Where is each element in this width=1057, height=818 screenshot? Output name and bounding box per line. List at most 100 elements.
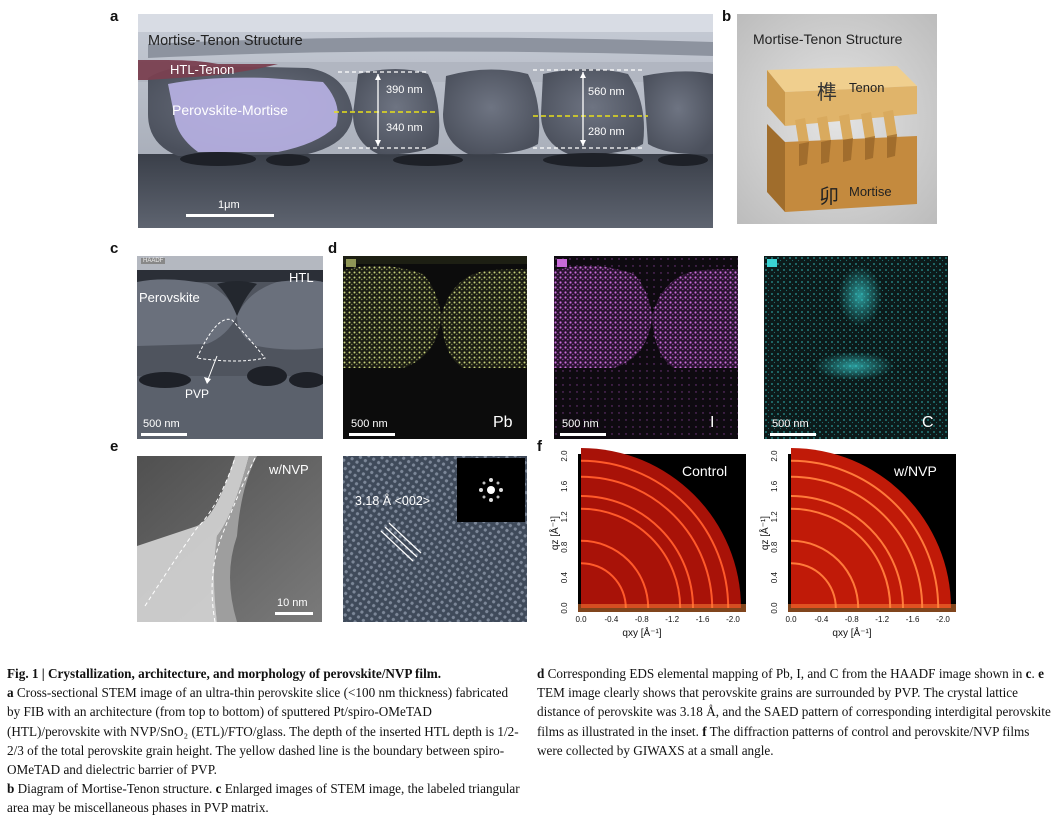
y-tick-label: 2.0 [560,450,569,462]
caption-d-text: Corresponding EDS elemental mapping of P… [547,666,1023,681]
panel-d-map-pb: Pb 500 nm [343,256,527,439]
panel-a-structure-label: Mortise-Tenon Structure [148,33,303,49]
panel-a-measure-340: 340 nm [386,122,423,134]
giwaxs-ring [580,539,650,609]
x-tick-label: 0.0 [785,615,797,624]
panel-d-i-scale-label: 500 nm [562,418,599,430]
caption-title: Fig. 1 | Crystallization, architecture, … [7,666,442,681]
panel-c-pvp-label: PVP [185,387,210,401]
panel-e-left-label: w/NVP [269,462,309,477]
panel-e-tem-image: w/NVP 10 nm [137,456,322,622]
giwaxs-ring [580,495,694,609]
panel-d-c-element: C [922,414,934,431]
panel-b-wood-graphic [767,66,917,212]
panel-d-i-tag [557,259,567,267]
caption-f-tag: f [702,723,707,739]
giwaxs-horizon [788,604,956,612]
panel-label-d: d [328,240,338,257]
giwaxs-ring [790,507,892,609]
panel-b-diagram: Mortise-Tenon Structure 榫 Tenon 卯 Mortis… [737,14,937,224]
giwaxs-ring [790,495,904,609]
panel-a-perovskite-label: Perovskite-Mortise [172,102,288,118]
giwaxs-ring [580,459,730,609]
panel-e-scale-bar [275,612,313,615]
panel-a-measure-390: 390 nm [386,84,423,96]
giwaxs-ring [790,562,837,609]
caption-c-tag: c [215,781,222,797]
x-tick-label: 0.0 [575,615,587,624]
panel-e-tem-graphic [137,456,322,622]
panel-label-b: b [722,8,732,25]
giwaxs-diffuse [791,448,951,608]
giwaxs-ring [790,459,940,609]
x-tick-label: -1.6 [906,615,920,624]
y-tick-label: 0.4 [560,571,569,583]
panel-a-stem-graphic [138,14,713,228]
panel-e-lattice-label: 3.18 Å <002> [355,494,431,508]
giwaxs-ring [580,562,627,609]
giwaxs-ring [790,475,924,609]
panel-d-pb-tag [346,259,356,267]
panel-c-corner-tag: HAADF [141,258,166,264]
panel-f-nvp-graphic: 0.00.40.81.21.62.00.0-0.4-0.8-1.2-1.6-2.… [758,448,956,639]
panel-e-hrtem-image: 3.18 Å <002> [343,456,527,622]
panel-e-hrtem-graphic [343,456,527,622]
panel-label-c: c [110,240,119,257]
y-tick-label: 0.0 [560,602,569,614]
panel-label-e: e [110,438,119,455]
caption-c-text: Enlarged images of STEM image, the label… [7,781,520,816]
panel-a-scale-bar [186,214,274,217]
y-tick-label: 1.6 [560,480,569,492]
caption-b-text: Diagram of Mortise-Tenon structure. [17,781,213,797]
x-tick-label: -1.6 [696,615,710,624]
panel-c-htl-label: HTL [289,270,314,285]
x-tick-label: -2.0 [726,615,740,624]
y-axis-label: qz [Å⁻¹] [758,516,771,550]
giwaxs-diffuse [581,448,741,608]
caption-left-column: Fig. 1 | Crystallization, architecture, … [7,664,522,818]
panel-label-a: a [110,8,119,25]
giwaxs-ring [790,539,860,609]
panel-b-mortise-label: Mortise [849,184,892,199]
panel-c-stem-graphic [137,256,323,439]
panel-d-c-tag [767,259,777,267]
caption-e-text: TEM image clearly shows that perovskite … [537,685,1051,739]
panel-d-map-i-graphic [554,256,738,439]
x-axis-label: qxy [Å⁻¹] [622,626,661,639]
y-tick-label: 0.4 [770,571,779,583]
panel-d-map-pb-graphic [343,256,527,368]
x-tick-label: -2.0 [936,615,950,624]
panel-b-title: Mortise-Tenon Structure [753,31,903,47]
caption-f-text: The diffraction patterns of control and … [537,723,1030,758]
caption-a-tag: a [7,685,14,701]
x-tick-label: -0.4 [605,615,619,624]
panel-c-perovskite-label: Perovskite [139,290,200,305]
panel-b-mortise-char: 卯 [819,184,839,208]
y-tick-label: 1.2 [770,511,779,523]
panel-d-map-c: C 500 nm [764,256,948,439]
panel-d-pb-scale-label: 500 nm [351,418,388,430]
panel-a-htl-label: HTL-Tenon [170,62,235,77]
x-tick-label: -1.2 [665,615,679,624]
caption-right-column: d Corresponding EDS elemental mapping of… [537,666,1051,758]
panel-a-measure-560: 560 nm [588,86,625,98]
caption-e-tag: e [1038,666,1044,681]
caption-d-ref: c [1025,666,1032,681]
x-axis-label: qxy [Å⁻¹] [832,626,871,639]
x-tick-label: -0.4 [815,615,829,624]
panel-d-pb-element: Pb [493,414,513,431]
giwaxs-horizon [578,604,746,612]
panel-c-scale-bar [141,433,187,436]
x-tick-label: -0.8 [845,615,859,624]
panel-f-control-label: Control [682,463,728,479]
panel-b-tenon-char: 榫 [817,80,837,104]
x-tick-label: -1.2 [875,615,889,624]
panel-d-pb-scale-bar [349,433,395,436]
panel-c-stem-image: HAADF HTL Perovskite PVP 500 nm [137,256,323,439]
y-tick-label: 1.6 [770,480,779,492]
y-axis-label: qz [Å⁻¹] [548,516,561,550]
y-tick-label: 0.8 [560,541,569,553]
panel-f-control-graphic: 0.00.40.81.21.62.00.0-0.4-0.8-1.2-1.6-2.… [548,448,746,639]
